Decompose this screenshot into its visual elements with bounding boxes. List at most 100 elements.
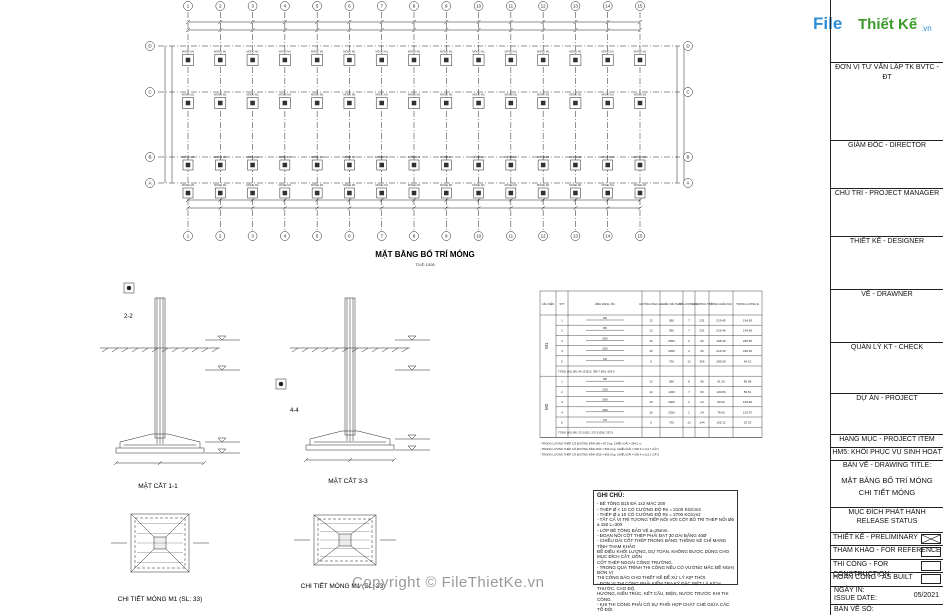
column [282, 57, 288, 63]
column [540, 162, 546, 168]
table-cell-stt: 1 [561, 319, 563, 323]
dimension-tick [444, 19, 449, 25]
column [444, 162, 449, 168]
column [444, 190, 449, 196]
table-cell-stt: 3 [561, 339, 563, 343]
checked-box-icon [921, 534, 941, 544]
footing-label: MÓNG M1 [602, 92, 615, 97]
tb-item-value: HM5: KHỐI PHỤC VỤ SINH HOẠT [831, 447, 943, 460]
column [637, 57, 643, 63]
grid-bubble-label: 12 [541, 234, 547, 239]
detail-m1-slope-line [165, 548, 190, 573]
dimension-tick [637, 205, 643, 211]
title-block: ĐƠN VỊ TƯ VẤN LẬP TK BVTC - ĐT GIÁM ĐỐC … [830, 0, 943, 615]
empty-box-icon [921, 561, 941, 571]
section-2-2-box [123, 282, 135, 294]
table-cell: 16 [649, 410, 653, 414]
column [218, 100, 223, 106]
table-cell: 100.80 [716, 390, 726, 394]
grid-bubble [247, 1, 258, 11]
column [540, 57, 546, 63]
table-cell: 7 [688, 319, 690, 323]
column [282, 190, 288, 196]
table-cell: 105.12 [716, 421, 726, 425]
table-cell-stt: 5 [561, 421, 563, 425]
table-group-name: M1 [544, 342, 549, 349]
table-cell: 214.50 [716, 349, 726, 353]
status-preliminary[interactable]: THIẾT KẾ - PRELIMINARY [831, 532, 943, 544]
status-construction[interactable]: THI CÔNG - FOR CONSTRUCTION [831, 559, 943, 578]
footing-label: MÓNG M1 [343, 49, 356, 54]
dimension-tick [508, 205, 514, 211]
section-1-1-hatch [141, 347, 149, 353]
grid-bubble-label: 9 [445, 4, 448, 9]
footing-label: MÓNG M1 [505, 92, 518, 97]
column [347, 190, 352, 196]
dimension-tick [508, 197, 514, 203]
grid-bubble [409, 1, 419, 11]
dimension-tick [476, 19, 481, 25]
status-as-built[interactable]: HOÀN CÔNG - AS BUILT [831, 572, 943, 584]
tb-designer: THIẾT KẾ - DESIGNER [831, 236, 943, 249]
column [250, 100, 255, 106]
grid-bubble-label: 13 [573, 4, 579, 9]
note-line: - LỚP BÊ TÔNG BẢO VỆ a=25mm. [597, 527, 669, 533]
table-cell: 194.83 [743, 319, 753, 323]
table-cell: 69.60 [717, 400, 725, 404]
column [218, 57, 223, 63]
table-cell: 730 [669, 421, 674, 425]
column [347, 57, 352, 63]
section-3-3-hatch [311, 347, 319, 353]
section-1-1-footing [119, 433, 201, 448]
grid-bubble [344, 231, 355, 241]
note-line: - ĐOẠN NỐI CỐT THÉP PHẢI ĐẠT 30 DÀI BẰNG… [597, 533, 707, 539]
table-cell: 16 [649, 339, 653, 343]
detail-m1-slope-line [130, 513, 155, 538]
section-1-1-dimension-tick [113, 460, 119, 466]
section-1-1-hatch [161, 347, 169, 353]
tb-consultant: ĐƠN VỊ TƯ VẤN LẬP TK BVTC - ĐT [831, 62, 943, 81]
grid-bubble [602, 1, 613, 11]
tb-drawing-value-1: MẶT BẰNG BỐ TRÍ MÓNG [841, 476, 933, 485]
table-cell: 8 [688, 380, 690, 384]
grid-bubble [247, 231, 258, 241]
tb-date-label-2: ISSUE DATE: [834, 595, 878, 602]
footing-label: MÓNG M1 [634, 92, 647, 97]
footing-label: MÓNG M1 [440, 92, 453, 97]
grid-bubble [312, 231, 322, 241]
footing-label: MÓNG M1 [569, 154, 582, 159]
footing-label: MÓNG M1 [408, 49, 421, 54]
section-3-3-hatch [361, 347, 369, 353]
detail-m1-slope-line [165, 513, 190, 538]
table-cell-stt: 2 [561, 390, 563, 394]
note-line: - THÉP Ø ≥ 10 CÓ CƯỜNG ĐỘ Rs = 2700 KG/c… [597, 511, 701, 517]
dimension-tick [282, 205, 288, 211]
grid-bubble-label: 2 [219, 234, 222, 239]
grid-bubble-label: 8 [413, 4, 416, 9]
grid-bubble-label: 14 [605, 234, 611, 239]
table-cell-shape-dim: 2550 [602, 337, 608, 340]
table-header-cell: SỐ LƯỢNG 1CK [679, 301, 699, 306]
note-line: - TẤT CẢ VỊ TRÍ TƯƠNG TIẾP NỐI VỚI CỘT B… [597, 517, 735, 528]
column [185, 57, 191, 63]
footing-label: MÓNG M1 [214, 92, 227, 97]
table-outline [539, 290, 763, 438]
logo-domain: .vn [921, 24, 932, 33]
section-1-1-hatch [211, 347, 219, 353]
column [605, 100, 610, 106]
table-cell: 2 [688, 410, 690, 414]
grid-bubble-label: 13 [573, 234, 579, 239]
site-logo: File Thiết Kế .vn [783, 10, 933, 40]
status-label-as-built: HOÀN CÔNG - AS BUILT [833, 574, 913, 581]
footing-label: MÓNG M1 [311, 182, 324, 187]
grid-bubble-label: 2 [219, 4, 222, 9]
tb-check: QUẢN LÝ KT - CHECK [831, 342, 943, 355]
footing-label: MÓNG M1 [602, 49, 615, 54]
section-1-1-hatch [101, 347, 109, 353]
footing-label: MÓNG M1 [569, 49, 582, 54]
status-reference[interactable]: THAM KHẢO - FOR REFERENCE [831, 545, 943, 557]
grid-bubble [602, 231, 613, 241]
grid-bubble-label: D [686, 44, 690, 49]
column [185, 162, 191, 168]
footing-label: MÓNG M1 [214, 154, 227, 159]
